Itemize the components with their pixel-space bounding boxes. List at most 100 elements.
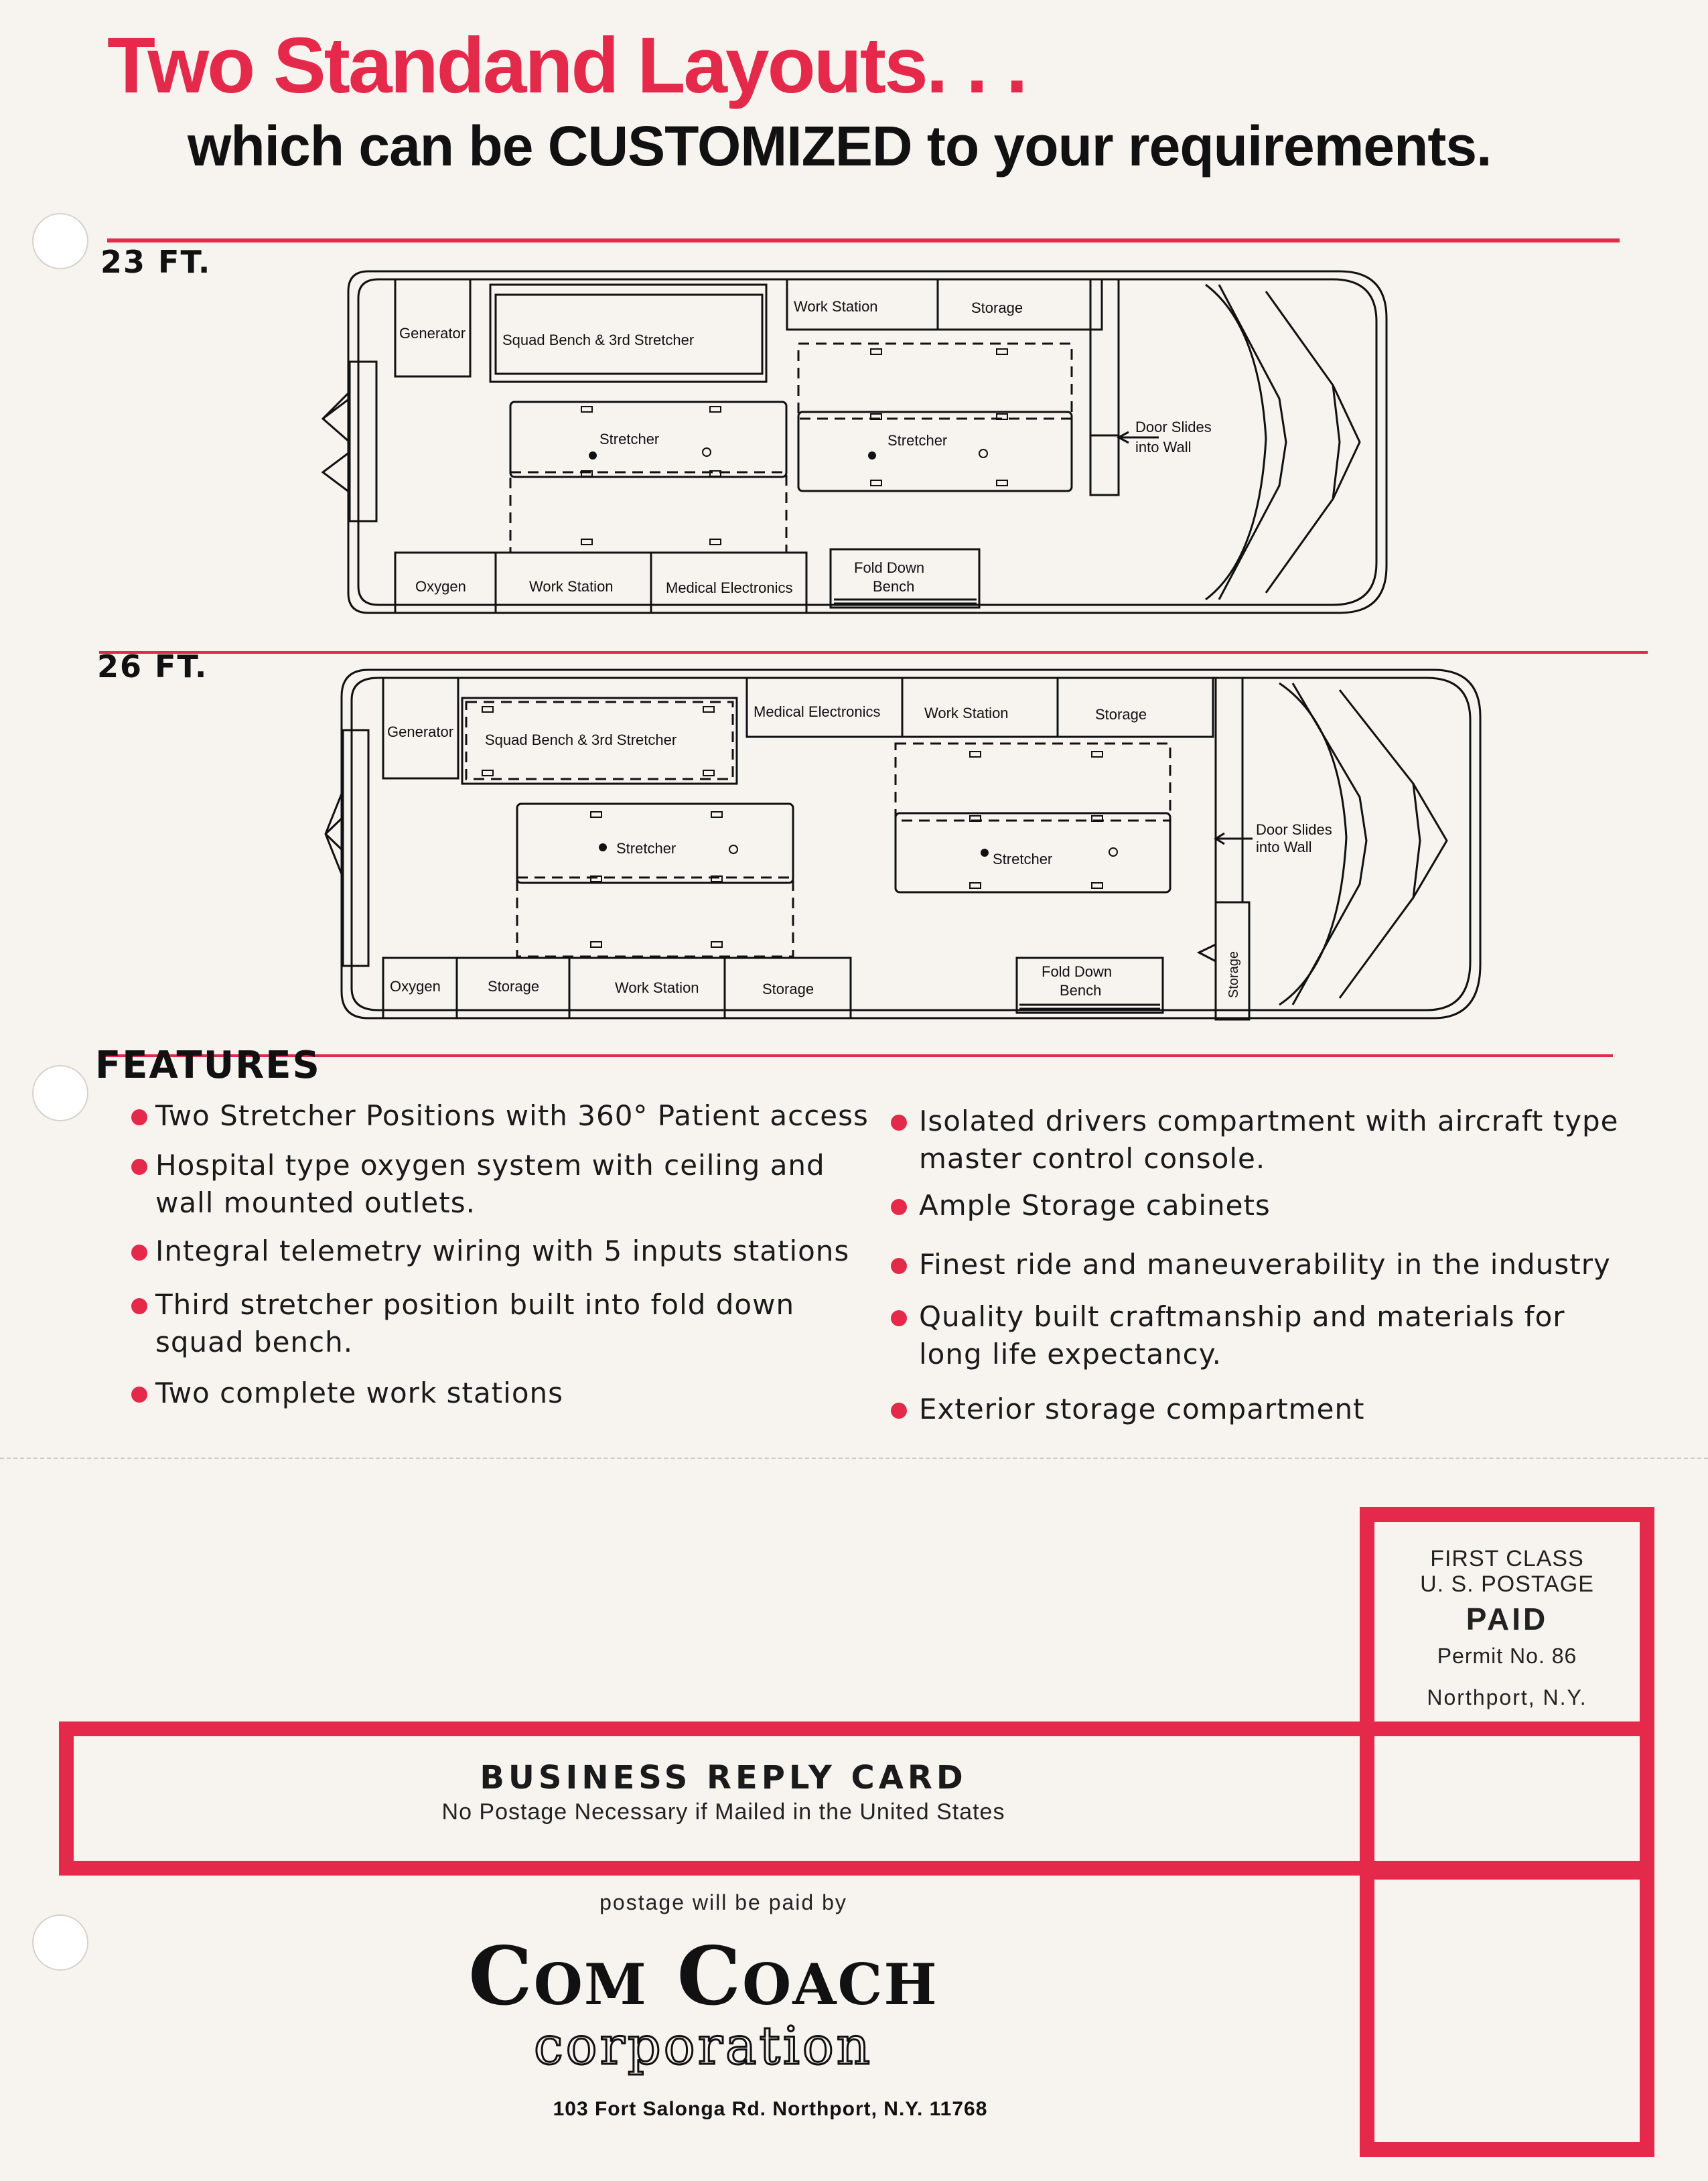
label-stretcher-right: Stretcher bbox=[887, 432, 947, 449]
label-generator: Generator bbox=[387, 723, 453, 740]
brc-subtitle: No Postage Necessary if Mailed in the Un… bbox=[441, 1799, 1005, 1825]
divider-rule-23 bbox=[107, 238, 1620, 242]
label-stretcher-right: Stretcher bbox=[993, 851, 1052, 867]
punch-hole-top bbox=[32, 213, 88, 269]
feature-left-4b: squad bench. bbox=[155, 1326, 354, 1358]
postage-permit: Permit No. 86 bbox=[1437, 1644, 1577, 1668]
label-medical-electronics: Medical Electronics bbox=[666, 579, 793, 596]
punch-hole-middle bbox=[32, 1065, 88, 1121]
label-stretcher-left: Stretcher bbox=[616, 840, 676, 857]
divider-rule-26 bbox=[99, 651, 1648, 654]
postage-box-divider-top bbox=[1360, 1721, 1654, 1736]
feature-left-3: Integral telemetry wiring with 5 inputs … bbox=[155, 1235, 850, 1267]
label-work-station-bottom: Work Station bbox=[529, 578, 614, 595]
feature-right-2: Ample Storage cabinets bbox=[919, 1189, 1271, 1222]
postage-box bbox=[1360, 1507, 1654, 2157]
label-storage-top: Storage bbox=[1095, 706, 1147, 723]
feature-right-1: Isolated drivers compartment with aircra… bbox=[919, 1105, 1619, 1137]
windshield-mid bbox=[1218, 284, 1287, 600]
label-work-station-bottom: Work Station bbox=[615, 979, 699, 996]
size-label-26: 26 FT. bbox=[97, 648, 208, 685]
label-door-2: into Wall bbox=[1256, 839, 1312, 855]
divider-rule-features bbox=[99, 1054, 1613, 1057]
postage-box-divider bbox=[1360, 1865, 1654, 1880]
floorplan-23ft: Generator Squad Bench & 3rd Stretcher Wo… bbox=[321, 270, 1388, 614]
stretcher-left-alt bbox=[516, 876, 794, 958]
fold-down-bench-box bbox=[829, 548, 981, 609]
body-outline bbox=[347, 270, 1388, 614]
feature-left-4: Third stretcher position built into fold… bbox=[155, 1288, 795, 1321]
feature-left-1: Two Stretcher Positions with 360° Patien… bbox=[155, 1099, 869, 1132]
headline: Two Standand Layouts. . . bbox=[107, 21, 1028, 110]
bullet-icon bbox=[131, 1245, 147, 1261]
windshield-right bbox=[1265, 291, 1341, 593]
feature-left-5: Two complete work stations bbox=[155, 1377, 564, 1409]
company-logo-sub: corporation bbox=[532, 2016, 873, 2078]
label-storage-vertical: Storage bbox=[1226, 951, 1241, 998]
feature-left-2: Hospital type oxygen system with ceiling… bbox=[155, 1149, 825, 1182]
feature-right-3: Finest ride and maneuverability in the i… bbox=[919, 1248, 1611, 1281]
label-door-1: Door Slides bbox=[1135, 419, 1212, 435]
punch-hole-bottom bbox=[32, 1914, 88, 1971]
storage-bottom-2-box bbox=[723, 957, 852, 1019]
storage-top-box bbox=[1056, 677, 1214, 738]
company-logo: Com Coach bbox=[468, 1929, 938, 2024]
perforation-line bbox=[0, 1458, 1708, 1459]
postage-line2: U. S. POSTAGE bbox=[1420, 1571, 1594, 1597]
features-title: FEATURES bbox=[95, 1044, 321, 1087]
stretcher-right-alt bbox=[894, 742, 1171, 822]
fold-down-bench-box bbox=[1015, 957, 1164, 1014]
bullet-icon bbox=[131, 1387, 147, 1403]
label-fold-2: Bench bbox=[873, 578, 914, 595]
stretcher-left-box bbox=[516, 802, 794, 884]
bullet-icon bbox=[891, 1199, 907, 1215]
windshield-mid bbox=[1291, 683, 1368, 1005]
bulkhead bbox=[1214, 677, 1244, 904]
body-inner-outline bbox=[357, 278, 1378, 606]
bullet-icon bbox=[131, 1109, 147, 1125]
stretcher-right-alt bbox=[797, 342, 1073, 420]
stretcher-left-box bbox=[509, 401, 788, 478]
postage-line1: FIRST CLASS bbox=[1430, 1546, 1584, 1571]
feature-left-2b: wall mounted outlets. bbox=[155, 1186, 476, 1219]
label-door-1: Door Slides bbox=[1256, 821, 1332, 838]
feature-right-5: Exterior storage compartment bbox=[919, 1393, 1365, 1425]
stretcher-right-box bbox=[894, 812, 1171, 894]
label-generator: Generator bbox=[399, 325, 466, 342]
squad-bench-inner bbox=[494, 293, 764, 375]
feature-right-4: Quality built craftmanship and materials… bbox=[919, 1300, 1565, 1333]
label-squad-bench: Squad Bench & 3rd Stretcher bbox=[485, 731, 677, 748]
bulkhead bbox=[1089, 278, 1120, 496]
label-stretcher-left: Stretcher bbox=[599, 431, 659, 447]
windshield-right bbox=[1338, 689, 1421, 999]
label-fold-1: Fold Down bbox=[854, 559, 924, 576]
bullet-icon bbox=[891, 1310, 907, 1326]
generator-box bbox=[394, 278, 472, 378]
label-storage-bottom-2: Storage bbox=[762, 981, 814, 997]
feature-right-4b: long life expectancy. bbox=[919, 1338, 1222, 1370]
label-work-station-top: Work Station bbox=[924, 705, 1009, 721]
bullet-icon bbox=[891, 1258, 907, 1274]
bullet-icon bbox=[131, 1298, 147, 1314]
label-fold-1: Fold Down bbox=[1042, 963, 1112, 980]
squad-bench-box bbox=[489, 283, 768, 383]
label-door-2: into Wall bbox=[1135, 439, 1192, 455]
bullet-icon bbox=[891, 1115, 907, 1131]
storage-top-box bbox=[936, 278, 1103, 331]
postage-paid: PAID bbox=[1466, 1602, 1549, 1636]
body-outline bbox=[340, 669, 1482, 1019]
rear-door-swing bbox=[321, 391, 351, 494]
rear-door-swing bbox=[324, 790, 344, 878]
windshield-left bbox=[1205, 283, 1267, 601]
stretcher-left-alt bbox=[509, 471, 788, 554]
bullet-icon bbox=[131, 1159, 147, 1175]
label-work-station-top: Work Station bbox=[794, 298, 878, 315]
subheadline: which can be CUSTOMIZED to your requirem… bbox=[188, 115, 1492, 178]
company-address: 103 Fort Salonga Rd. Northport, N.Y. 117… bbox=[553, 2098, 988, 2120]
body-inner-outline bbox=[350, 677, 1472, 1011]
squad-bench-dashed bbox=[465, 701, 734, 780]
label-squad-bench: Squad Bench & 3rd Stretcher bbox=[502, 332, 694, 348]
generator-box bbox=[382, 677, 459, 780]
rear-door bbox=[342, 729, 370, 967]
label-storage-bottom-1: Storage bbox=[488, 978, 539, 995]
